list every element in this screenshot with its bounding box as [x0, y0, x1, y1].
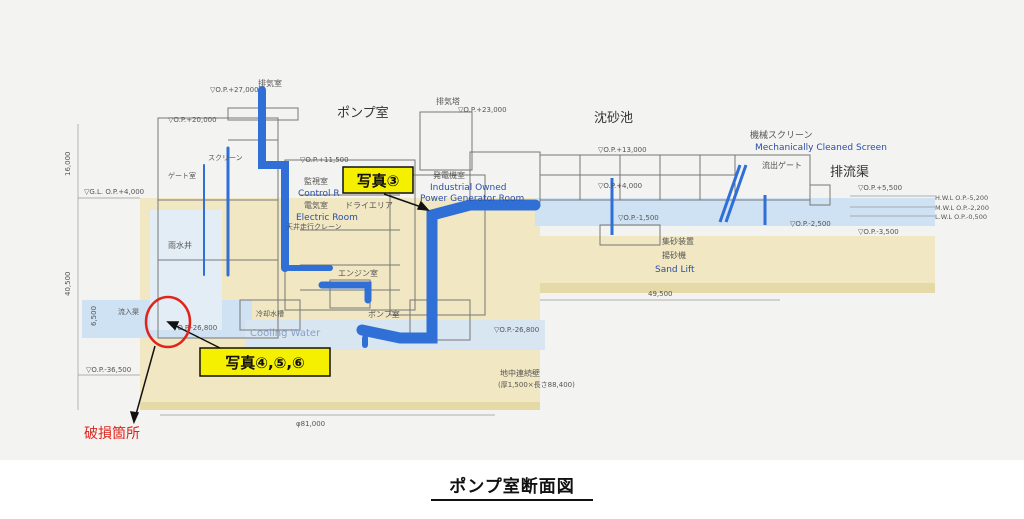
photo456-callout: 写真④,⑤,⑥	[199, 347, 331, 377]
level-op13000: ▽O.P.+13,000	[598, 146, 647, 154]
label-storage-well: 雨水井	[168, 240, 192, 250]
level-mwl: M.W.L O.P.-2,200	[935, 204, 989, 212]
blue-ducts	[203, 86, 541, 348]
label-dry-area: ドライエリア	[345, 201, 393, 210]
title-outlet-channel: 排流渠	[830, 165, 869, 180]
dim-49500: 49,500	[648, 290, 673, 298]
photo3-label: 写真③	[357, 172, 400, 190]
figure-caption: ポンプ室断面図	[431, 477, 593, 501]
photo456-label: 写真④,⑤,⑥	[225, 354, 305, 372]
label-electric-room-jp: 電気室	[304, 200, 328, 210]
level-op27000: ▽O.P.+27,000	[210, 86, 259, 94]
title-pump-room: ポンプ室	[337, 105, 389, 121]
dim-81000: φ81,000	[296, 420, 325, 428]
label-engine-room: エンジン室	[338, 268, 378, 278]
label-control-room: Control R	[298, 189, 340, 199]
label-underground-wall: 地中連続壁	[500, 368, 540, 378]
level-op5500: ▽O.P.+5,500	[858, 184, 902, 192]
label-electric-room: Electric Room	[296, 213, 358, 223]
level-op20000: ▽O.P.+20,000	[168, 116, 217, 124]
label-monitor-room: 監視室	[304, 176, 328, 186]
label-screen-jp: 機械スクリーン	[750, 129, 813, 141]
title-grit-chamber: 沈砂池	[594, 111, 633, 126]
cross-section-diagram: ポンプ室 沈砂池 排流渠 排気室 排気塔 監視室 Control R 電気室 E…	[64, 78, 989, 442]
label-screen-small: スクリーン	[208, 154, 243, 162]
label-inflow-channel: 流入渠	[118, 307, 139, 316]
label-crane: 天井走行クレーン	[286, 222, 342, 231]
label-sand-lift: Sand Lift	[655, 265, 695, 275]
label-underground-sub: (厚1,500×長さ88,400)	[498, 381, 575, 389]
label-sand-machine: 揚砂機	[662, 250, 686, 260]
label-gate-room: ゲート室	[168, 171, 196, 180]
dim-16000: 16,000	[64, 152, 72, 177]
figure-caption-wrapper: ポンプ室断面図	[0, 472, 1024, 501]
label-sand-collector: 集砂装置	[662, 236, 694, 246]
level-op23000: ▽O.P.+23,000	[458, 106, 507, 114]
label-cooling-tank: 冷却水槽	[256, 309, 284, 318]
level-lines	[77, 124, 935, 416]
dim-6500: 6,500	[90, 306, 98, 326]
damage-location-circle	[144, 295, 192, 349]
level-op4000: ▽O.P.+4,000	[598, 182, 642, 190]
callout-arrows	[129, 193, 430, 425]
damage-location-label: 破損箇所	[84, 425, 140, 442]
level-op-26800-a: ▽O.P.-26,800	[172, 324, 217, 332]
level-op11500: ▽O.P.+11,500	[300, 156, 349, 164]
label-outflow-gate: 流出ゲート	[762, 160, 802, 170]
label-exhaust-room: 排気室	[258, 78, 282, 88]
label-generator-en-2: Power Generator Room	[420, 194, 524, 204]
mechanical-screen-device	[610, 164, 767, 235]
photo3-callout: 写真③	[342, 166, 414, 194]
concrete-structure	[140, 198, 935, 410]
label-pump-room-small: ポンプ室	[368, 309, 400, 319]
label-exhaust-tower: 排気塔	[436, 96, 460, 106]
label-cooling-water: Cooling Water	[250, 328, 321, 339]
level-op-1500: ▽O.P.-1,500	[618, 214, 659, 222]
level-hwl: H.W.L O.P.-5,200	[935, 194, 988, 202]
level-lwl: L.W.L O.P.-0,500	[935, 213, 987, 221]
level-op-26800-b: ▽O.P.-26,800	[494, 326, 539, 334]
level-op-36500: ▽O.P.-36,500	[86, 366, 131, 374]
label-generator-room-jp: 発電機室	[433, 170, 465, 180]
dim-40500: 40,500	[64, 272, 72, 297]
level-gl: ▽G.L. O.P.+4,000	[84, 188, 144, 196]
level-op-2500: ▽O.P.-2,500	[790, 220, 831, 228]
label-generator-en-1: Industrial Owned	[430, 183, 506, 193]
level-op-3500: ▽O.P.-3,500	[858, 228, 899, 236]
label-screen-en: Mechanically Cleaned Screen	[755, 143, 887, 153]
pump-room-cross-section-figure: ポンプ室 沈砂池 排流渠 排気室 排気塔 監視室 Control R 電気室 E…	[0, 0, 1024, 460]
